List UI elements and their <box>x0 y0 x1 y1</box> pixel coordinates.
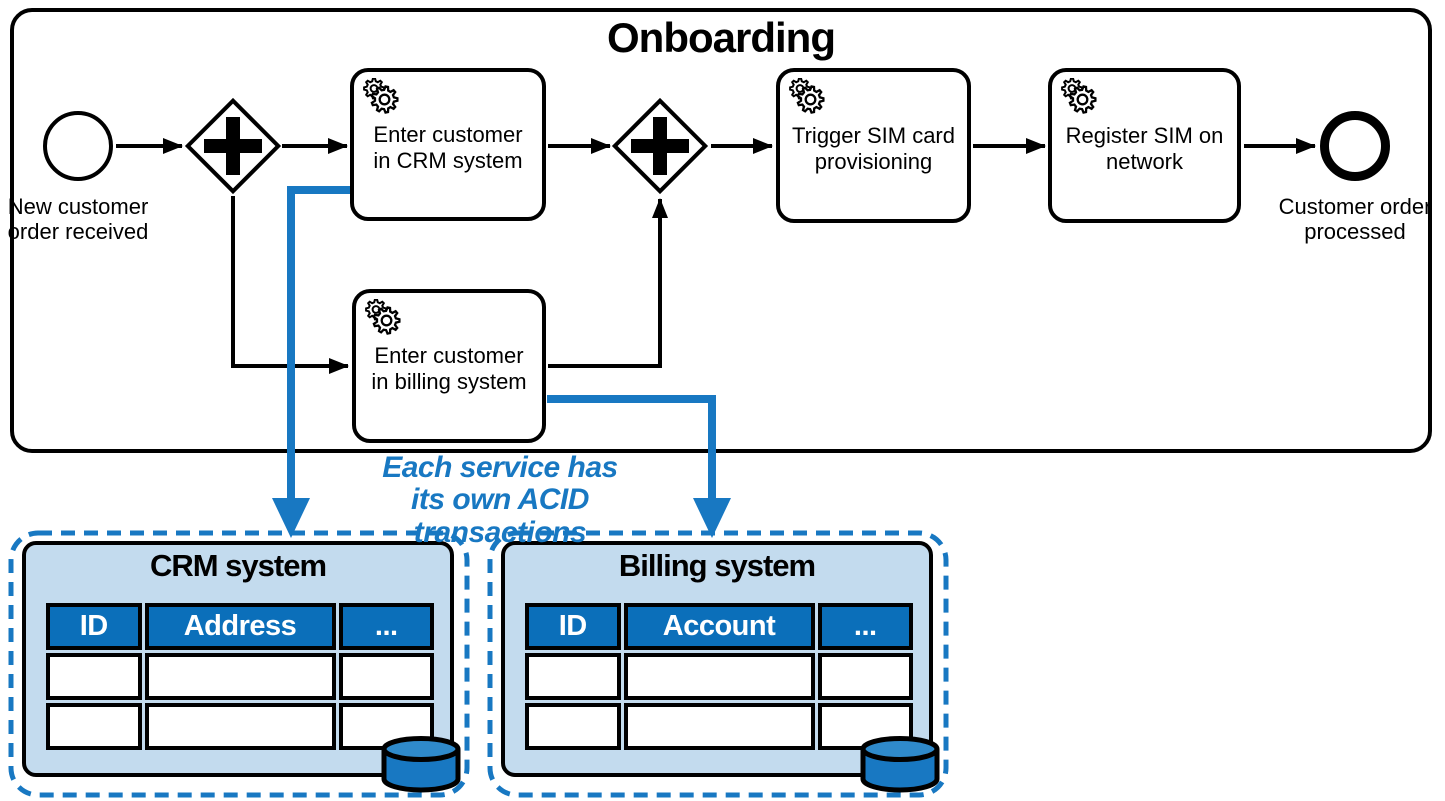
billing-table-header-row: ID Account ... <box>525 603 913 650</box>
task-enter-customer-crm: Enter customer in CRM system <box>350 68 546 221</box>
end-event <box>1320 111 1390 181</box>
billing-table-row <box>525 653 913 700</box>
crm-col-id: ID <box>46 603 142 650</box>
task-register-sim-network: Register SIM on network <box>1048 68 1241 223</box>
billing-table: ID Account ... <box>522 600 916 753</box>
crm-table-row <box>46 653 434 700</box>
start-event <box>43 111 113 181</box>
crm-col-address: Address <box>144 603 336 650</box>
crm-system-title: CRM system <box>149 548 327 583</box>
billing-col-account: Account <box>623 603 815 650</box>
task-label: Trigger SIM card provisioning <box>791 122 955 174</box>
table-cell-empty <box>525 703 621 750</box>
end-event-label: Customer order processed <box>1278 194 1432 245</box>
task-enter-customer-billing: Enter customer in billing system <box>352 289 546 443</box>
database-cylinder-icon <box>381 736 461 793</box>
table-cell-empty <box>525 653 621 700</box>
table-cell-empty <box>144 703 336 750</box>
crm-table-row <box>46 703 434 750</box>
database-cylinder-icon <box>860 736 940 793</box>
table-cell-empty <box>623 653 815 700</box>
service-gears-icon <box>364 298 402 335</box>
task-label: Enter customer in billing system <box>371 343 527 394</box>
billing-table-row <box>525 703 913 750</box>
crm-dashed-border <box>8 530 470 798</box>
task-label: Register SIM on network <box>1065 122 1224 174</box>
billing-system-panel: Billing system ID Account ... <box>501 541 933 777</box>
service-gears-icon <box>362 77 400 114</box>
service-gears-icon <box>1060 77 1098 114</box>
acid-transactions-annotation: Each service has its own ACID transactio… <box>382 451 618 549</box>
table-cell-empty <box>46 703 142 750</box>
billing-system-title: Billing system <box>618 548 816 583</box>
table-cell-empty <box>46 653 142 700</box>
service-gears-icon <box>788 77 826 114</box>
crm-table: ID Address ... <box>43 600 437 753</box>
crm-table-header-row: ID Address ... <box>46 603 434 650</box>
start-event-label: New customer order received <box>7 194 149 245</box>
billing-col-more: ... <box>817 603 913 650</box>
billing-col-id: ID <box>525 603 621 650</box>
pool-title: Onboarding <box>607 14 836 61</box>
table-cell-empty <box>338 653 434 700</box>
crm-col-more: ... <box>338 603 434 650</box>
billing-dashed-border <box>487 530 949 798</box>
task-trigger-sim-provisioning: Trigger SIM card provisioning <box>776 68 971 223</box>
task-label: Enter customer in CRM system <box>373 121 523 173</box>
table-cell-empty <box>144 653 336 700</box>
crm-system-group: CRM system ID Address ... <box>8 530 470 798</box>
billing-system-group: Billing system ID Account ... <box>487 530 949 798</box>
table-cell-empty <box>817 653 913 700</box>
table-cell-empty <box>623 703 815 750</box>
